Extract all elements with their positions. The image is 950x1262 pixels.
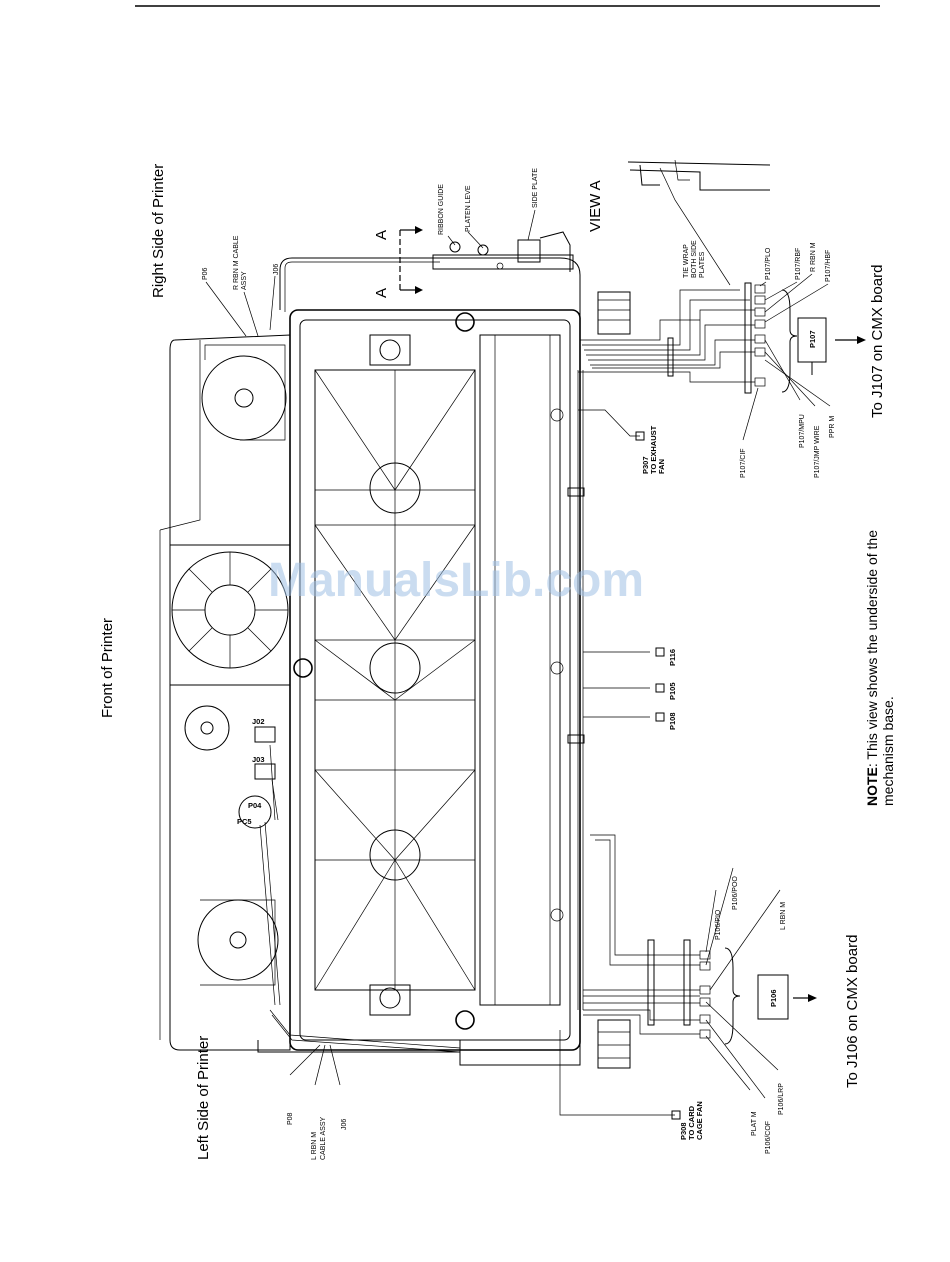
heading-to-j107: To J107 on CMX board xyxy=(869,265,886,418)
label-tie-wrap-1: TIE WRAP xyxy=(683,244,690,278)
label-j03: J03 xyxy=(252,755,265,764)
label-tie-wrap-3: PLATES xyxy=(699,251,706,278)
watermark: ManualsLib.com xyxy=(268,554,644,607)
label-side-plate: SIDE PLATE xyxy=(532,168,539,208)
view-a-label: VIEW A xyxy=(587,180,604,232)
label-j02: J02 xyxy=(252,717,265,726)
label-p308-1: P308 xyxy=(679,1122,688,1140)
label-p107-hbf: P107/HBF xyxy=(825,250,832,282)
note-line-1: NOTE: This view shows the underside of t… xyxy=(864,530,880,806)
label-l-rbn-cable-1: L RBN M xyxy=(311,1132,318,1160)
callout-labels: RIBBON GUIDE PLATEN LEVE SIDE PLATE TIE … xyxy=(202,168,836,1160)
label-p308-3: CAGE FAN xyxy=(695,1101,704,1140)
p106-box xyxy=(757,974,789,1020)
label-p107-mpu: P107/MPU xyxy=(799,414,806,448)
label-p106-cof: P106/COF xyxy=(765,1121,772,1154)
label-ppr-m: PPR M xyxy=(829,416,836,438)
label-p08: P08 xyxy=(287,1112,294,1125)
leader-lines xyxy=(205,209,831,1099)
ribbon-guide-assembly xyxy=(432,231,574,272)
label-p105: P105 xyxy=(668,682,677,700)
label-ribbon-guide: RIBBON GUIDE xyxy=(438,184,445,235)
connector-blocks xyxy=(567,282,798,1120)
arrows xyxy=(399,226,866,1002)
p107-box-label: P107 xyxy=(808,330,817,348)
label-p108: P108 xyxy=(668,712,677,730)
label-tie-wrap-2: BOTH SIDE xyxy=(691,240,698,278)
label-r-rbn-m: R RBN M xyxy=(810,242,817,272)
section-a-bottom: A xyxy=(373,288,390,298)
label-p106-lrp: P106/LRP xyxy=(778,1083,785,1115)
note-label: NOTE xyxy=(864,767,880,806)
wire-harness xyxy=(259,261,755,1116)
label-p06: P06 xyxy=(202,267,209,280)
label-p106-poo: P106/POO xyxy=(732,876,739,910)
label-j06-bottom: J06 xyxy=(341,1119,348,1130)
right-motors xyxy=(597,291,631,1069)
label-l-rbn-cable-2: CABLE ASSY xyxy=(320,1116,327,1160)
label-p106-pio: P106/PIO xyxy=(715,909,722,940)
label-j06-top: J06 xyxy=(273,264,280,275)
p106-box-label: P106 xyxy=(769,989,778,1007)
label-p307-2: TO EXHAUST xyxy=(649,425,658,474)
label-p107-cif: P107/CIF xyxy=(740,448,747,478)
label-r-rbn-cable-2: ASSY xyxy=(241,271,248,290)
label-p05: PC5 xyxy=(237,817,252,826)
heading-front: Front of Printer xyxy=(99,618,116,718)
section-a-top: A xyxy=(373,230,390,240)
note-text-1: : This view shows the underside of the xyxy=(864,530,880,767)
label-p04: P04 xyxy=(248,801,262,810)
label-l-rbn-m: L RBN M xyxy=(780,902,787,930)
label-plat-m: PLAT M xyxy=(751,1111,758,1136)
label-p116: P116 xyxy=(668,649,677,666)
note-line-2: mechanism base. xyxy=(880,696,896,806)
heading-right-side: Right Side of Printer xyxy=(150,164,167,298)
heading-to-j106: To J106 on CMX board xyxy=(844,935,861,1088)
left-components xyxy=(169,344,291,986)
heading-left-side: Left Side of Printer xyxy=(195,1036,212,1160)
label-p107-plo: P107/PLO xyxy=(765,247,772,280)
label-platen-leve: PLATEN LEVE xyxy=(465,185,472,232)
label-p307-3: FAN xyxy=(657,459,666,474)
label-p308-2: TO CARD xyxy=(687,1105,696,1140)
label-p107-jmp: P107/JMP WIRE xyxy=(814,425,821,478)
label-r-rbn-cable-1: R RBN M CABLE xyxy=(233,235,240,290)
label-p307-1: P307 xyxy=(641,456,650,474)
mechanism-base xyxy=(159,257,581,1066)
view-a-inset xyxy=(627,159,771,286)
label-p107-rbf: P107/RBF xyxy=(795,248,802,280)
